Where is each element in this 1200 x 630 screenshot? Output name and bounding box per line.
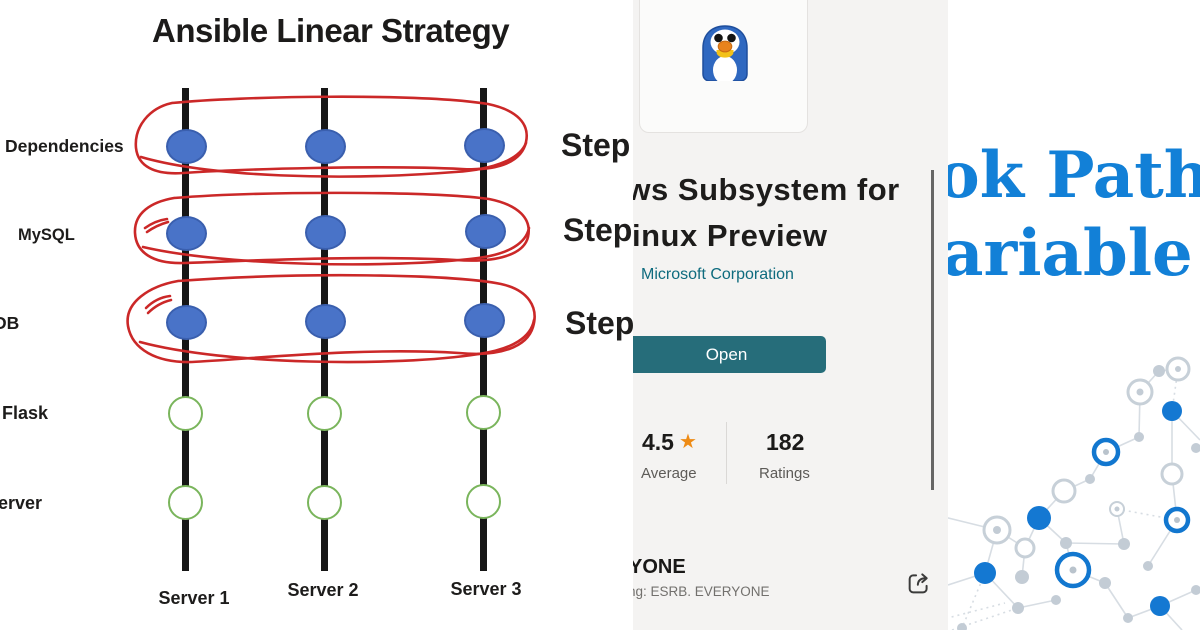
rating-count: 182 (766, 429, 805, 455)
task-dot-completed (464, 128, 505, 163)
task-dot-pending (466, 484, 501, 519)
rating-divider (726, 422, 727, 484)
diagram-title: Ansible Linear Strategy (152, 12, 510, 49)
rating-average-label: Average (641, 465, 697, 482)
row-label-db: DB (0, 313, 20, 333)
row-label-dependencies: Dependencies (5, 136, 124, 156)
publisher-link[interactable]: Microsoft Corporation (641, 266, 794, 283)
banner-heading-line2: ariable (948, 216, 1193, 291)
task-dot-pending (307, 485, 342, 520)
step-label-3: Step (565, 305, 633, 341)
task-dot-completed (305, 129, 346, 164)
open-button[interactable]: Open (633, 336, 826, 373)
row-label-flask: Flask (2, 403, 49, 423)
age-rating: YONE (633, 556, 686, 578)
task-dot-completed (166, 129, 207, 164)
highlight-ovals (126, 95, 536, 364)
store-app-panel: ows Subsystem for inux Preview Microsoft… (633, 0, 948, 630)
banner-heading-line1: ok Path (948, 138, 1200, 213)
tux-penguin-icon (702, 25, 748, 81)
task-dot-completed (465, 214, 506, 249)
task-dot-pending (168, 396, 203, 431)
task-dot-pending (307, 396, 342, 431)
task-dot-pending (466, 395, 501, 430)
share-icon[interactable] (905, 569, 933, 597)
ansible-diagram-panel: Ansible Linear Strategy (0, 12, 633, 608)
store-screenshot-edge (931, 170, 934, 490)
app-title-line1: ows Subsystem for (633, 172, 900, 207)
network-decoration (948, 356, 1200, 630)
server1-label: Server 1 (158, 588, 230, 608)
age-rating-detail: ng: ESRB. EVERYONE (633, 584, 770, 599)
task-dot-completed (166, 216, 207, 251)
banner-panel: ok Path ariable (948, 0, 1200, 630)
task-dot-completed (464, 303, 505, 338)
star-icon: ★ (679, 431, 697, 453)
server2-label: Server 2 (287, 580, 359, 600)
step-label-1: Step (561, 127, 631, 163)
step-label-2: Step (563, 212, 633, 248)
task-dot-completed (166, 305, 207, 340)
rating-count-label: Ratings (759, 465, 810, 482)
app-title-line2: inux Preview (633, 218, 828, 253)
rating-value: 4.5 (642, 429, 674, 455)
task-dot-completed (305, 215, 346, 250)
task-dot-pending (168, 485, 203, 520)
server3-label: Server 3 (450, 579, 522, 599)
row-label-server: erver (0, 493, 43, 513)
row-label-mysql: MySQL (18, 226, 75, 244)
task-dot-completed (305, 304, 346, 339)
app-icon-tile (639, 0, 808, 133)
